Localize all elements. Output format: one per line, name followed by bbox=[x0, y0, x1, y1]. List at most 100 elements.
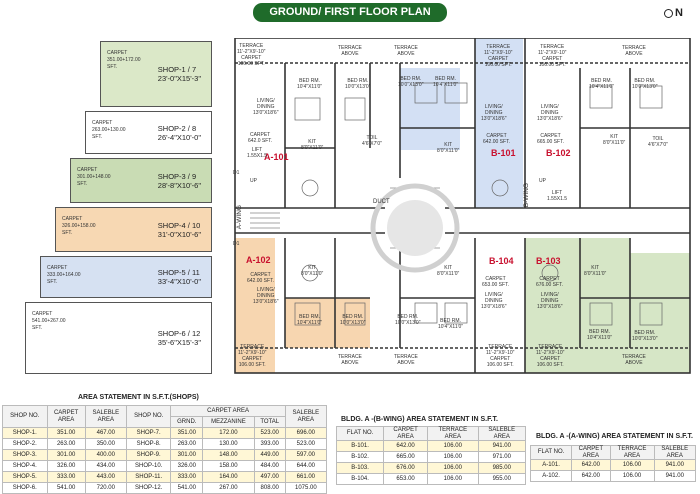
a101-shade bbox=[235, 78, 270, 218]
table-cell: 434.00 bbox=[84, 460, 127, 472]
table-cell: 172.00 bbox=[202, 427, 255, 439]
table-cell: 326.00 bbox=[170, 460, 204, 472]
table-cell: 333.00 bbox=[46, 471, 86, 483]
th-grnd: GRND. bbox=[170, 416, 204, 428]
table-header: TERRACE AREA bbox=[609, 445, 655, 460]
terrace-b104: TERRACE 11'-2"X9'-10" CARPET 106.00 SFT. bbox=[486, 344, 515, 368]
table-cell: SHOP-6. bbox=[2, 482, 48, 494]
terrace-b103: TERRACE 11'-2"X9'-10" CARPET 106.00 SFT. bbox=[536, 344, 565, 368]
door-d1-a: D1 bbox=[233, 170, 240, 176]
table-cell: 301.00 bbox=[46, 449, 86, 461]
living-a102: LIVING/ DINING 13'0"X18'6" bbox=[253, 287, 279, 305]
b101-bed-shade bbox=[400, 68, 460, 150]
table-cell: SHOP-3. bbox=[2, 449, 48, 461]
shops-table-title: AREA STATEMENT IN S.F.T.(SHOPS) bbox=[78, 394, 199, 401]
table-cell: 106.00 bbox=[427, 473, 479, 485]
terrace-b101: TERRACE 11'-2"X9'-10" CARPET 106.00 SFT. bbox=[484, 44, 513, 68]
table-cell: 720.00 bbox=[84, 482, 127, 494]
table-header: CARPET AREA bbox=[383, 426, 429, 441]
table-cell: 106.00 bbox=[427, 451, 479, 463]
table-cell: 1075.00 bbox=[284, 482, 328, 494]
living-a101: LIVING/ DINING 13'0"X18'6" bbox=[253, 98, 279, 116]
table-cell: 130.00 bbox=[202, 438, 255, 450]
table-header: SALEBLE AREA bbox=[653, 445, 697, 460]
kit-b103: KIT 8'0"X11'0" bbox=[584, 265, 607, 277]
plan-outline bbox=[234, 38, 691, 374]
table-cell: 106.00 bbox=[609, 470, 655, 482]
table-cell: 541.00 bbox=[170, 482, 204, 494]
table-cell: 971.00 bbox=[477, 451, 526, 463]
watermark-core bbox=[387, 200, 443, 256]
table-cell: 955.00 bbox=[477, 473, 526, 485]
carpet-b104: CARPET 653.00 SFT. bbox=[482, 276, 509, 288]
toil-a101: TOIL 4'6"X7'0" bbox=[362, 135, 382, 147]
table-cell: 941.00 bbox=[653, 459, 697, 471]
floor-plan bbox=[234, 38, 691, 374]
table-cell: 808.00 bbox=[253, 482, 286, 494]
table-cell: 653.00 bbox=[383, 473, 429, 485]
th-saleble-2: SALEBLE AREA bbox=[284, 405, 328, 428]
table-cell: 985.00 bbox=[477, 462, 526, 474]
table-cell: 523.00 bbox=[253, 427, 286, 439]
table-cell: 158.00 bbox=[202, 460, 255, 472]
a102-shade bbox=[235, 238, 275, 373]
table-cell: 642.00 bbox=[383, 440, 429, 452]
bed-a101-1: BED RM. 10'4"X11'0" bbox=[297, 78, 323, 90]
table-cell: 676.00 bbox=[383, 462, 429, 474]
table-header: FLAT NO. bbox=[335, 426, 385, 441]
terrace-above-3: TERRACE ABOVE bbox=[622, 45, 646, 57]
table-cell: 467.00 bbox=[84, 427, 127, 439]
shop-5: CARPET 333.00+164.00 SFT.SHOP-5 / 11 33'… bbox=[40, 256, 212, 298]
flat-a102: A-102 bbox=[246, 255, 271, 265]
a-wing-label: A-WING bbox=[236, 205, 243, 230]
table-cell: 541.00 bbox=[46, 482, 86, 494]
door-d1-b: D1 bbox=[233, 241, 240, 247]
bed-b101-1: BED RM. 10'0"X13'0" bbox=[398, 76, 424, 88]
carpet-b103: CARPET 676.00 SFT. bbox=[536, 276, 563, 288]
table-cell: 642.00 bbox=[571, 459, 611, 471]
table-cell: 497.00 bbox=[253, 471, 286, 483]
table-cell: 333.00 bbox=[170, 471, 204, 483]
table-cell: 164.00 bbox=[202, 471, 255, 483]
table-cell: 263.00 bbox=[170, 438, 204, 450]
th-carpet-area: CARPET AREA bbox=[170, 405, 286, 417]
shop-3: CARPET 301.00+148.00 SFT.SHOP-3 / 9 28'-… bbox=[70, 158, 212, 203]
bed-b104-2: BED RM. 10'4"X11'0" bbox=[438, 318, 464, 330]
b101-shade bbox=[475, 38, 523, 208]
th-total: TOTAL bbox=[253, 416, 286, 428]
shop-carpet: CARPET 301.00+148.00 SFT. bbox=[77, 167, 111, 187]
shop-name: SHOP-5 / 11 33'-4"X10'-0" bbox=[157, 268, 201, 286]
th-mezzanine: MEZZANINE bbox=[202, 416, 255, 428]
table-cell: B-102. bbox=[335, 451, 385, 463]
shop-name: SHOP-2 / 8 26'-4"X10'-0" bbox=[157, 123, 201, 142]
table-cell: 523.00 bbox=[284, 438, 328, 450]
table-cell: 400.00 bbox=[84, 449, 127, 461]
bed-b102-1: BED RM. 10'4"X11'0" bbox=[589, 78, 615, 90]
terrace-above-5: TERRACE ABOVE bbox=[394, 354, 418, 366]
table-cell: B-104. bbox=[335, 473, 385, 485]
carpet-a101: CARPET 642.0 SFT. bbox=[248, 132, 273, 144]
living-b102: LIVING/ DINING 13'0"X18'6" bbox=[537, 104, 563, 122]
carpet-b102: CARPET 665.00 SFT. bbox=[537, 133, 564, 145]
stair-up-a: UP bbox=[250, 178, 257, 184]
living-b103: LIVING/ DINING 13'0"X18'6" bbox=[537, 292, 563, 310]
kit-a102: KIT 8'0"X11'0" bbox=[301, 265, 324, 277]
flat-a101: A-101 bbox=[264, 152, 289, 162]
shop-1: CARPET 351.00+172.00 SFT.SHOP-1 / 7 23'-… bbox=[100, 41, 212, 107]
lift-a: LIFT 1.55X1.5 bbox=[247, 147, 268, 159]
flat-b104: B-104 bbox=[489, 256, 514, 266]
b-table-title: BLDG. A -(B-WING) AREA STATEMENT IN S.F.… bbox=[341, 416, 498, 423]
watermark-seal bbox=[370, 183, 460, 273]
table-cell: 597.00 bbox=[284, 449, 328, 461]
table-cell: 106.00 bbox=[427, 462, 479, 474]
table-header: CARPET AREA bbox=[571, 445, 611, 460]
bed-b102-2: BED RM. 10'0"X13'0" bbox=[632, 78, 658, 90]
table-cell: 644.00 bbox=[284, 460, 328, 472]
table-cell: 941.00 bbox=[653, 470, 697, 482]
